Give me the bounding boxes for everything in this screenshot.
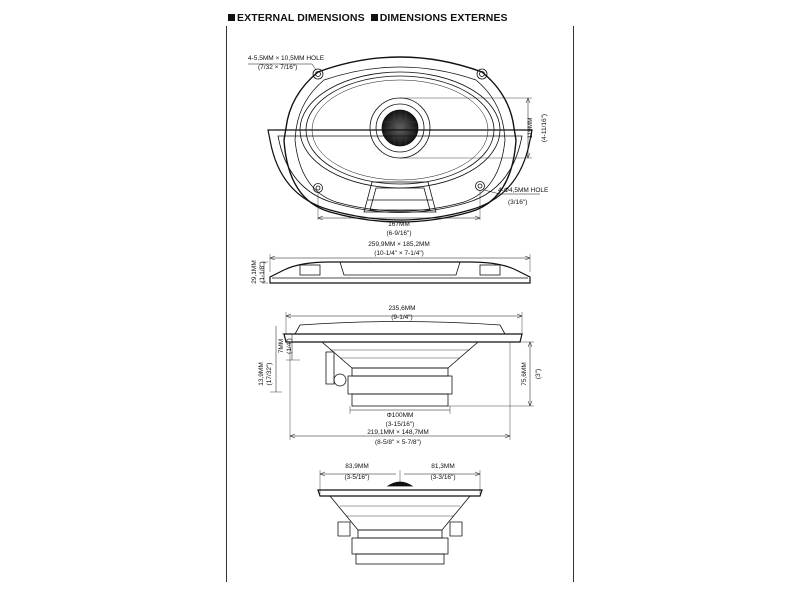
mount-hole-in-label: (7/32 × 7/16") <box>258 64 297 71</box>
drawing-frame <box>226 26 574 582</box>
mount-depth-in-label: (17/32") <box>266 363 273 386</box>
mount-hole-mm-label: 4-5,5MM × 10,5MM HOLE <box>248 55 325 62</box>
tweeter-in-label: (1/4") <box>286 338 293 354</box>
end-left-in-label: (3-5/16") <box>344 474 369 481</box>
height-in-label: (4-11/16") <box>541 114 548 142</box>
section-header: EXTERNAL DIMENSIONS DIMENSIONS EXTERNES <box>228 12 508 24</box>
magnet-in-label: (3-15/16") <box>386 421 415 428</box>
title-french: DIMENSIONS EXTERNES <box>379 12 508 24</box>
cutout-in-label: (8-5/8" × 5-7/8") <box>375 439 421 446</box>
thickness-in-label: (1-1/8") <box>259 261 266 282</box>
depth-mm-label: 75,6MM <box>521 362 528 385</box>
width-mm-label: 235,6MM <box>388 305 415 312</box>
thickness-mm-label: 29,1MM <box>251 260 258 283</box>
small-hole-in-label: (3/16") <box>508 199 527 206</box>
cutout-mm-label: 219,1MM × 148,7MM <box>367 429 429 436</box>
height-mm-label: 119MM <box>527 117 534 138</box>
hole-spacing-in-label: (6-9/16") <box>386 230 411 237</box>
small-hole-mm-label: 4-Φ4,5MM HOLE <box>498 187 549 194</box>
square-bullet-icon <box>370 14 378 21</box>
hole-spacing-mm-label: 167MM <box>388 221 410 228</box>
front-view <box>248 56 540 223</box>
end-right-mm-label: 81,3MM <box>431 463 454 470</box>
magnet-mm-label: Φ100MM <box>387 412 414 419</box>
tweeter-mm-label: 7MM <box>278 339 285 353</box>
side-view <box>270 312 534 440</box>
overall-mm-label: 259,9MM × 185,2MM <box>368 241 430 248</box>
end-right-in-label: (3-3/16") <box>430 474 455 481</box>
overall-in-label: (10-1/4" × 7-1/4") <box>374 250 424 257</box>
square-bullet-icon <box>228 14 235 21</box>
mount-depth-mm-label: 13,9MM <box>258 362 265 385</box>
dimension-labels: 4-5,5MM × 10,5MM HOLE (7/32 × 7/16") 119… <box>248 55 549 481</box>
depth-in-label: (3") <box>535 369 542 379</box>
end-view <box>317 470 483 565</box>
flange-view <box>262 254 531 284</box>
width-in-label: (9-1/4") <box>391 314 412 321</box>
end-left-mm-label: 83,9MM <box>345 463 368 470</box>
title-english: EXTERNAL DIMENSIONS <box>237 12 365 24</box>
